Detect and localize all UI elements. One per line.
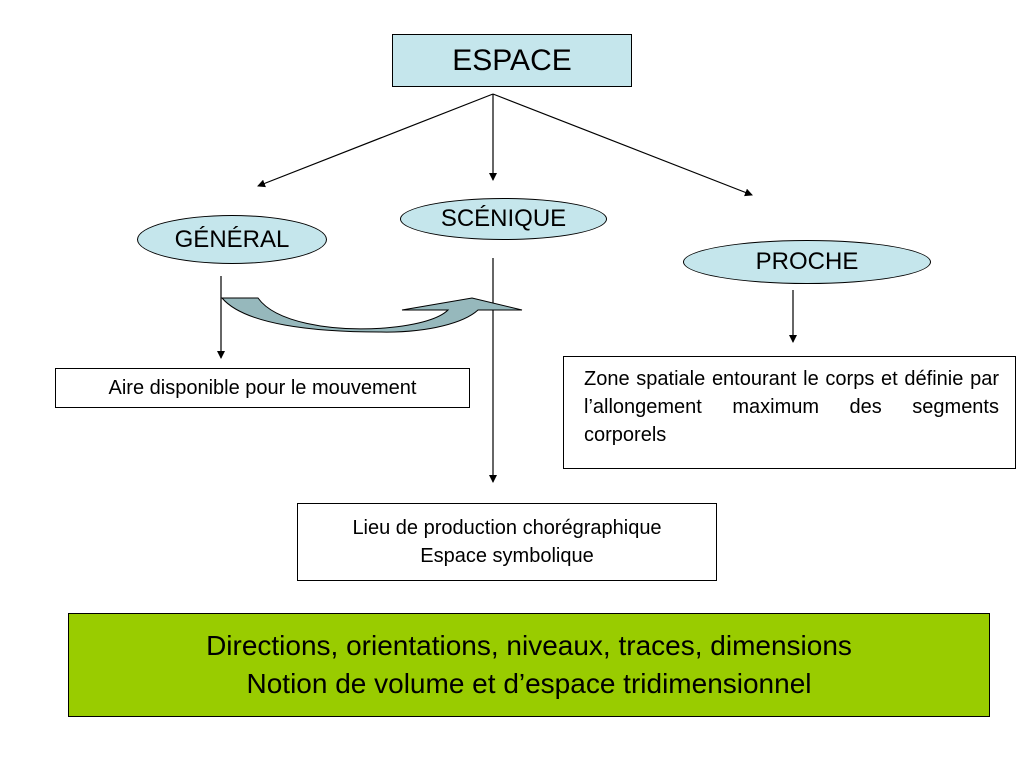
summary-box: Directions, orientations, niveaux, trace…	[68, 613, 990, 717]
definition-text-proche: Zone spatiale entourant le corps et défi…	[584, 368, 999, 446]
category-node-proche: PROCHE	[683, 240, 931, 284]
arrow-espace-to-proche	[492, 93, 753, 197]
root-node-espace: ESPACE	[392, 34, 632, 87]
root-label: ESPACE	[452, 43, 572, 77]
definition-box-scenique: Lieu de production chorégraphique Espace…	[297, 503, 717, 581]
category-label-scenique: SCÉNIQUE	[440, 205, 567, 232]
category-node-scenique: SCÉNIQUE	[400, 198, 607, 240]
curved-arrow-general-to-scenique	[220, 297, 523, 333]
definition-box-general: Aire disponible pour le mouvement	[55, 368, 470, 408]
definition-text-scenique-line-1: Lieu de production chorégraphique	[352, 517, 662, 539]
category-node-general: GÉNÉRAL	[137, 215, 327, 264]
category-label-general: GÉNÉRAL	[174, 225, 290, 253]
summary-line-1: Directions, orientations, niveaux, trace…	[206, 630, 852, 662]
definition-text-scenique-line-2: Espace symbolique	[420, 545, 594, 567]
arrow-espace-to-general	[257, 93, 494, 188]
category-label-proche: PROCHE	[755, 248, 859, 275]
summary-line-2: Notion de volume et d’espace tridimensio…	[246, 668, 812, 699]
definition-box-proche: Zone spatiale entourant le corps et défi…	[563, 356, 1016, 469]
definition-text-general: Aire disponible pour le mouvement	[108, 377, 417, 399]
